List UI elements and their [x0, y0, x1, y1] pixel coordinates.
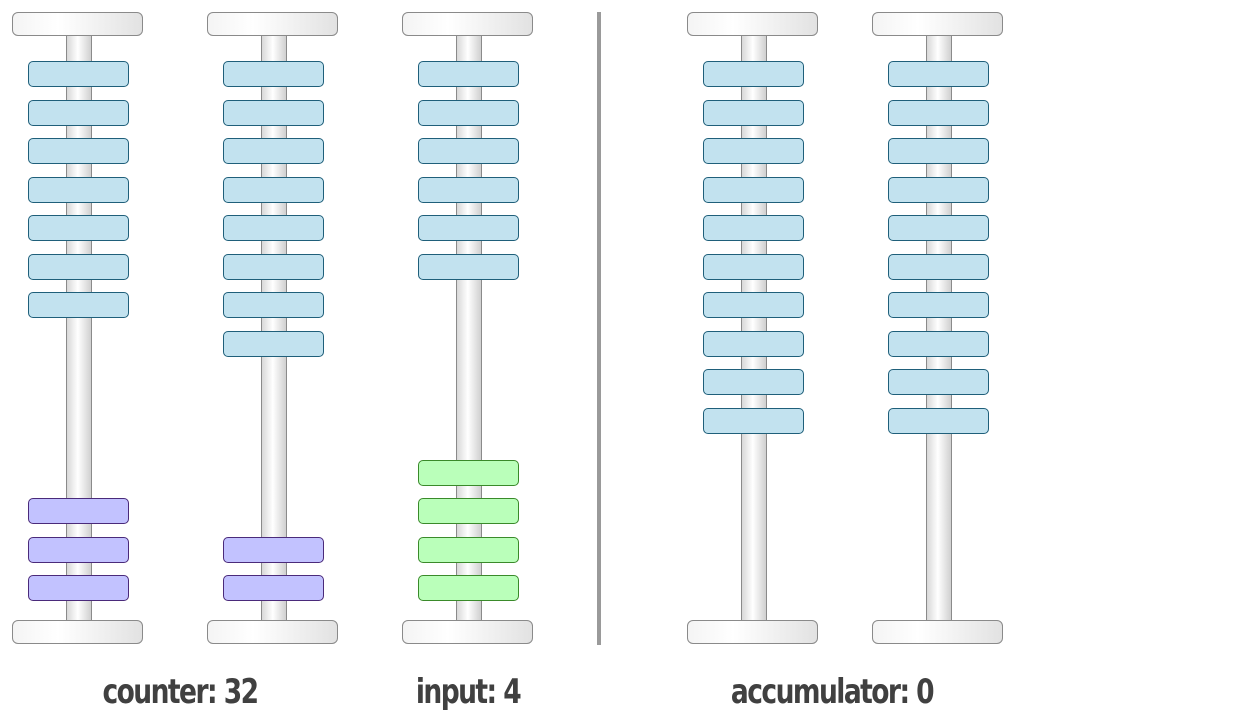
idle-bead[interactable]	[418, 177, 519, 203]
idle-bead[interactable]	[223, 177, 324, 203]
idle-bead[interactable]	[888, 292, 989, 318]
rod-top-cap	[687, 12, 818, 36]
rod-top-cap	[402, 12, 533, 36]
idle-bead[interactable]	[223, 138, 324, 164]
counter-counted-bead[interactable]	[223, 537, 324, 563]
rod-shaft	[741, 36, 767, 620]
counter-counted-bead[interactable]	[223, 575, 324, 601]
idle-bead[interactable]	[703, 61, 804, 87]
idle-bead[interactable]	[703, 100, 804, 126]
idle-bead[interactable]	[888, 177, 989, 203]
idle-bead[interactable]	[28, 177, 129, 203]
idle-bead[interactable]	[703, 408, 804, 434]
idle-bead[interactable]	[888, 331, 989, 357]
counter-counted-bead[interactable]	[28, 498, 129, 524]
idle-bead[interactable]	[418, 61, 519, 87]
idle-bead[interactable]	[703, 331, 804, 357]
input-counted-bead[interactable]	[418, 575, 519, 601]
rod-bottom-cap	[12, 620, 143, 644]
idle-bead[interactable]	[703, 369, 804, 395]
rod-bottom-cap	[207, 620, 338, 644]
idle-bead[interactable]	[28, 100, 129, 126]
idle-bead[interactable]	[703, 138, 804, 164]
idle-bead[interactable]	[28, 215, 129, 241]
idle-bead[interactable]	[703, 215, 804, 241]
input-label: input: 4	[415, 672, 522, 712]
idle-bead[interactable]	[28, 138, 129, 164]
rod-shaft	[261, 36, 287, 620]
rod-bottom-cap	[402, 620, 533, 644]
input-counted-bead[interactable]	[418, 460, 519, 486]
input-rod-ones	[402, 0, 537, 650]
rod-top-cap	[207, 12, 338, 36]
counter-rod-tens	[12, 0, 147, 650]
rod-shaft	[926, 36, 952, 620]
accumulator-rod-ones	[872, 0, 1007, 650]
accumulator-label: accumulator: 0	[730, 672, 935, 712]
counter-label: counter: 32	[102, 672, 259, 712]
idle-bead[interactable]	[28, 292, 129, 318]
idle-bead[interactable]	[703, 292, 804, 318]
idle-bead[interactable]	[888, 138, 989, 164]
idle-bead[interactable]	[888, 215, 989, 241]
idle-bead[interactable]	[888, 100, 989, 126]
idle-bead[interactable]	[223, 254, 324, 280]
section-divider	[597, 12, 601, 645]
counter-rod-ones	[207, 0, 342, 650]
idle-bead[interactable]	[888, 369, 989, 395]
counter-counted-bead[interactable]	[28, 575, 129, 601]
idle-bead[interactable]	[223, 215, 324, 241]
idle-bead[interactable]	[223, 331, 324, 357]
idle-bead[interactable]	[223, 100, 324, 126]
idle-bead[interactable]	[888, 408, 989, 434]
idle-bead[interactable]	[418, 100, 519, 126]
input-counted-bead[interactable]	[418, 498, 519, 524]
idle-bead[interactable]	[28, 254, 129, 280]
idle-bead[interactable]	[418, 254, 519, 280]
accumulator-rod-tens	[687, 0, 822, 650]
input-counted-bead[interactable]	[418, 537, 519, 563]
rod-bottom-cap	[687, 620, 818, 644]
rod-top-cap	[12, 12, 143, 36]
idle-bead[interactable]	[28, 61, 129, 87]
idle-bead[interactable]	[418, 138, 519, 164]
idle-bead[interactable]	[418, 215, 519, 241]
rod-bottom-cap	[872, 620, 1003, 644]
idle-bead[interactable]	[888, 61, 989, 87]
rod-top-cap	[872, 12, 1003, 36]
idle-bead[interactable]	[703, 254, 804, 280]
idle-bead[interactable]	[223, 292, 324, 318]
idle-bead[interactable]	[703, 177, 804, 203]
idle-bead[interactable]	[888, 254, 989, 280]
counter-counted-bead[interactable]	[28, 537, 129, 563]
idle-bead[interactable]	[223, 61, 324, 87]
